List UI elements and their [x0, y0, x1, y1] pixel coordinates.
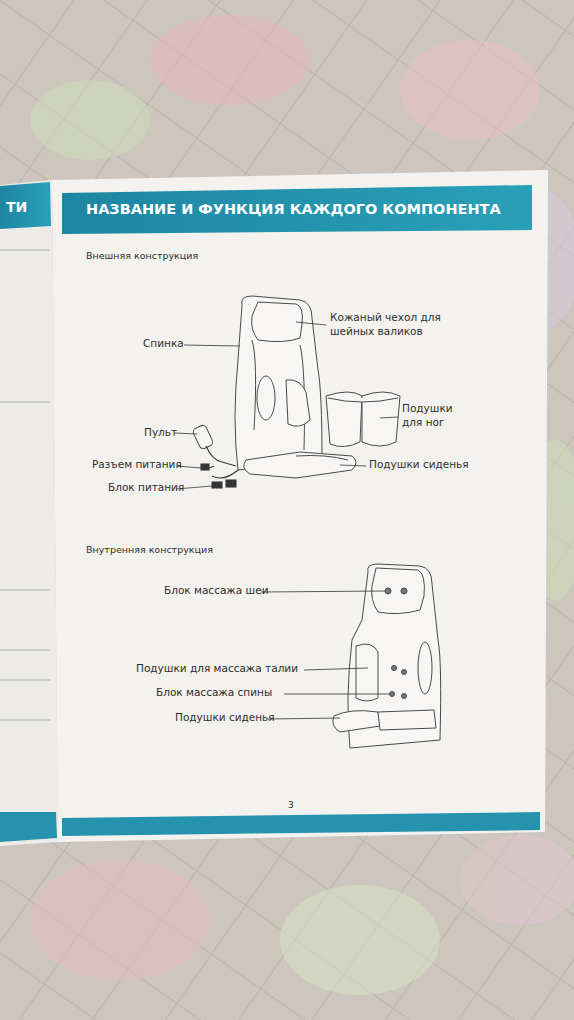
title-banner — [62, 185, 532, 234]
leader-lines — [174, 322, 398, 719]
section-label: Внутренняя конструкция — [86, 544, 213, 556]
part-label: Спинка — [143, 337, 184, 351]
page-title: НАЗВАНИЕ И ФУНКЦИЯ КАЖДОГО КОМПОНЕНТА — [86, 201, 501, 217]
right-page — [52, 170, 548, 842]
left-table-lines — [0, 250, 50, 720]
left-bottom-band — [0, 812, 57, 842]
part-label: Кожаный чехол для шейных валиков — [330, 311, 446, 338]
part-label: Блок питания — [108, 481, 184, 495]
section-label: Внешняя конструкция — [86, 250, 198, 262]
part-label: Подушки для массажа талии — [136, 662, 298, 676]
left-banner — [0, 182, 51, 229]
bottom-band — [62, 812, 540, 836]
cut-heading: ТИ — [6, 198, 27, 216]
left-page — [0, 180, 58, 846]
part-label: Блок массажа спины — [156, 686, 272, 700]
outer-chair — [192, 296, 400, 478]
power-cable — [201, 446, 238, 488]
part-label: Разъем питания — [92, 458, 182, 472]
part-label: Подушки сиденья — [175, 711, 275, 725]
part-label: Подушки сиденья — [369, 458, 469, 472]
part-label: Блок массажа шеи — [164, 584, 268, 598]
page-number: 3 — [288, 800, 294, 812]
part-label: Пульт — [144, 426, 177, 440]
fabric-flowers — [30, 15, 574, 995]
part-label: Подушки для ног — [402, 402, 456, 429]
